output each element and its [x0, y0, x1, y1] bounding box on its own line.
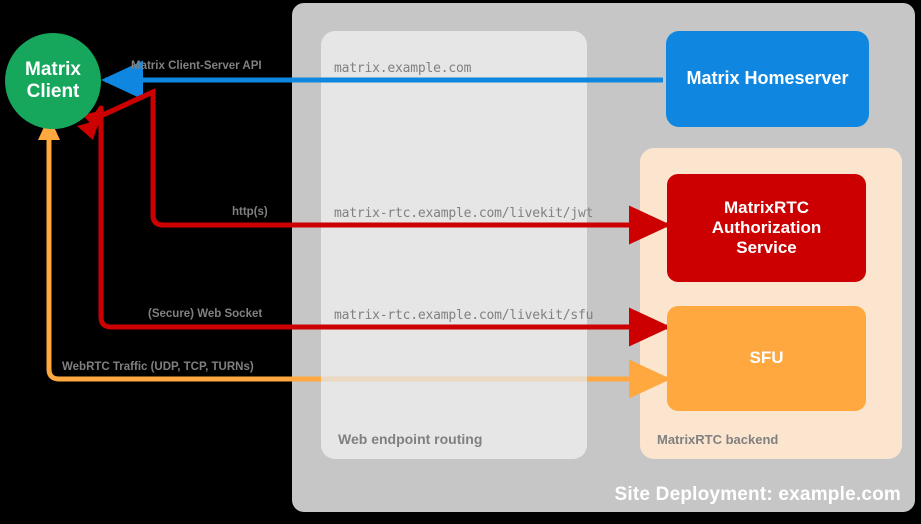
auth-line3: Service	[736, 238, 797, 258]
web-endpoint-routing-container: Web endpoint routing	[321, 31, 587, 459]
matrixrtc-backend-label: MatrixRTC backend	[657, 432, 779, 447]
site-deployment-label: Site Deployment: example.com	[614, 484, 901, 505]
web-endpoint-routing-label: Web endpoint routing	[338, 431, 483, 447]
matrix-client-line1: Matrix	[25, 58, 81, 80]
matrix-client-line2: Client	[26, 81, 80, 102]
matrix-homeserver-label: Matrix Homeserver	[686, 68, 849, 89]
edge-webrtc-traffic	[38, 116, 672, 399]
edge-label-webrtc-traffic: WebRTC Traffic (UDP, TCP, TURNs)	[62, 361, 254, 373]
edge-label-secure-web-socket: (Secure) Web Socket	[148, 308, 263, 320]
node-matrixrtc-authorization-service[interactable]: MatrixRTC Authorization Service	[667, 174, 866, 282]
endpoint-url-sfu: matrix-rtc.example.com/livekit/sfu	[334, 308, 594, 323]
node-matrix-client[interactable]: Matrix Client	[5, 33, 101, 129]
auth-line2: Authorization	[711, 217, 822, 237]
node-matrix-homeserver[interactable]: Matrix Homeserver	[666, 31, 869, 127]
node-sfu[interactable]: SFU	[667, 306, 866, 411]
edge-secure-web-socket	[77, 105, 672, 347]
sfu-label: SFU	[749, 348, 784, 368]
auth-line1: MatrixRTC	[723, 197, 809, 217]
edge-label-http-s: http(s)	[232, 206, 268, 218]
endpoint-url-jwt: matrix-rtc.example.com/livekit/jwt	[334, 206, 594, 221]
edge-label-client-server-api: Matrix Client-Server API	[131, 60, 262, 72]
endpoint-url-matrix: matrix.example.com	[334, 61, 472, 76]
